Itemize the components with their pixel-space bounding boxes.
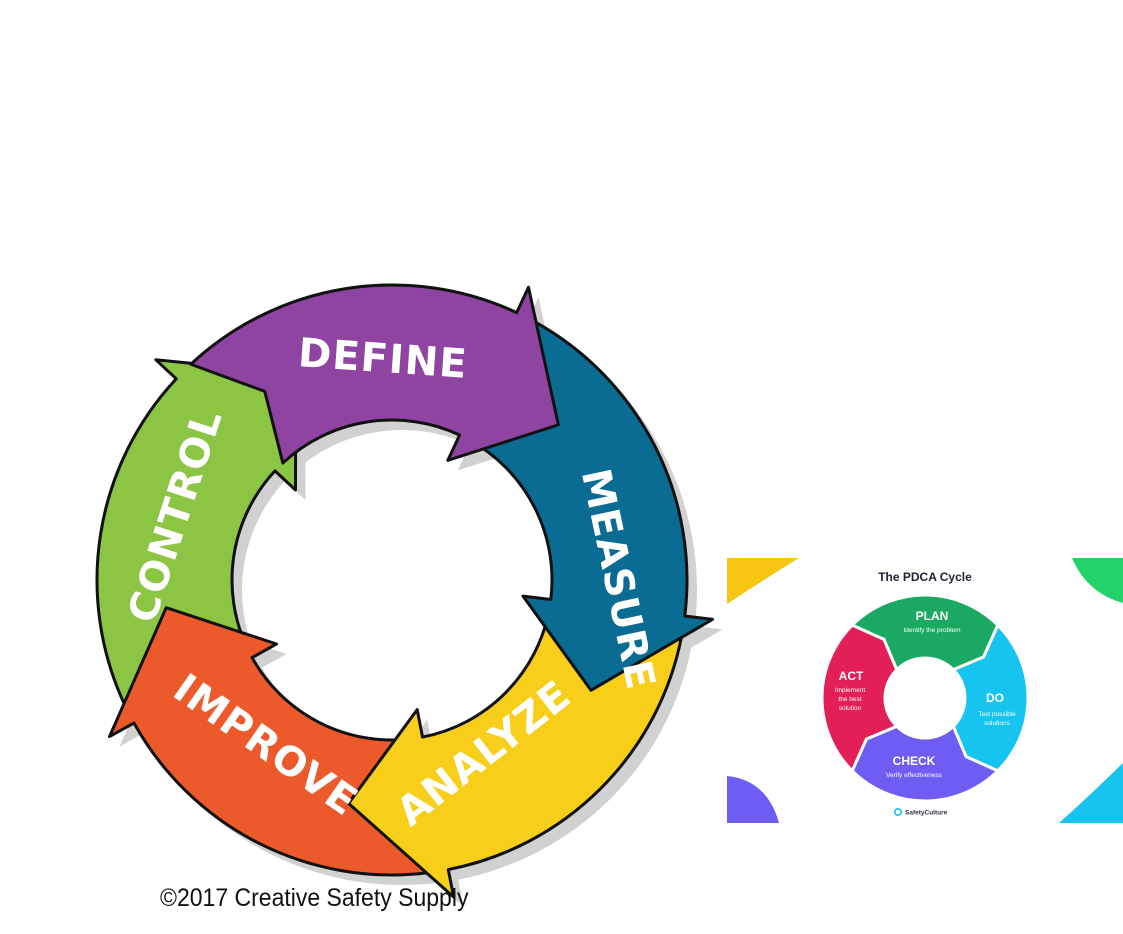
copyright-notice: ©2017 Creative Safety Supply: [160, 884, 469, 912]
pdca-cycle-diagram: The PDCA Cycle PLAN Identify the problem…: [727, 558, 1123, 823]
pdca-title: The PDCA Cycle: [878, 570, 972, 584]
corner-decoration-purple: [727, 776, 779, 823]
safetyculture-logo-icon: [894, 808, 903, 817]
do-description-line-1: Test possible: [978, 711, 1016, 718]
act-description-line-1: Implement: [835, 687, 866, 694]
control-arrow: [95, 358, 298, 707]
corner-decoration-yellow: [727, 558, 799, 604]
corner-decoration-cyan: [1059, 763, 1123, 823]
act-description-line-3: solution: [839, 705, 862, 712]
pdca-cycle-card: The PDCA Cycle PLAN Identify the problem…: [727, 558, 1123, 823]
corner-decoration-green: [1072, 558, 1123, 603]
brand-name: SafetyCulture: [905, 810, 948, 817]
act-label: ACT: [839, 669, 864, 683]
plan-description: Identify the problem: [903, 627, 960, 634]
check-label: CHECK: [893, 754, 936, 768]
define-arrow: [189, 283, 560, 465]
do-segment: [951, 623, 1030, 773]
act-segment: [820, 623, 899, 773]
pdca-ring: [820, 593, 1030, 803]
do-description-line-2: solutions: [984, 720, 1010, 727]
dmaic-arrows: [95, 283, 715, 899]
act-description-line-2: the best: [838, 696, 861, 703]
check-segment: [850, 724, 1000, 803]
improve-arrow: [107, 606, 430, 877]
plan-segment: [850, 593, 1000, 672]
do-label: DO: [986, 691, 1004, 705]
check-description: Verify effectiveness: [886, 772, 943, 779]
plan-label: PLAN: [916, 609, 949, 623]
brand-footer: SafetyCulture: [894, 808, 948, 817]
